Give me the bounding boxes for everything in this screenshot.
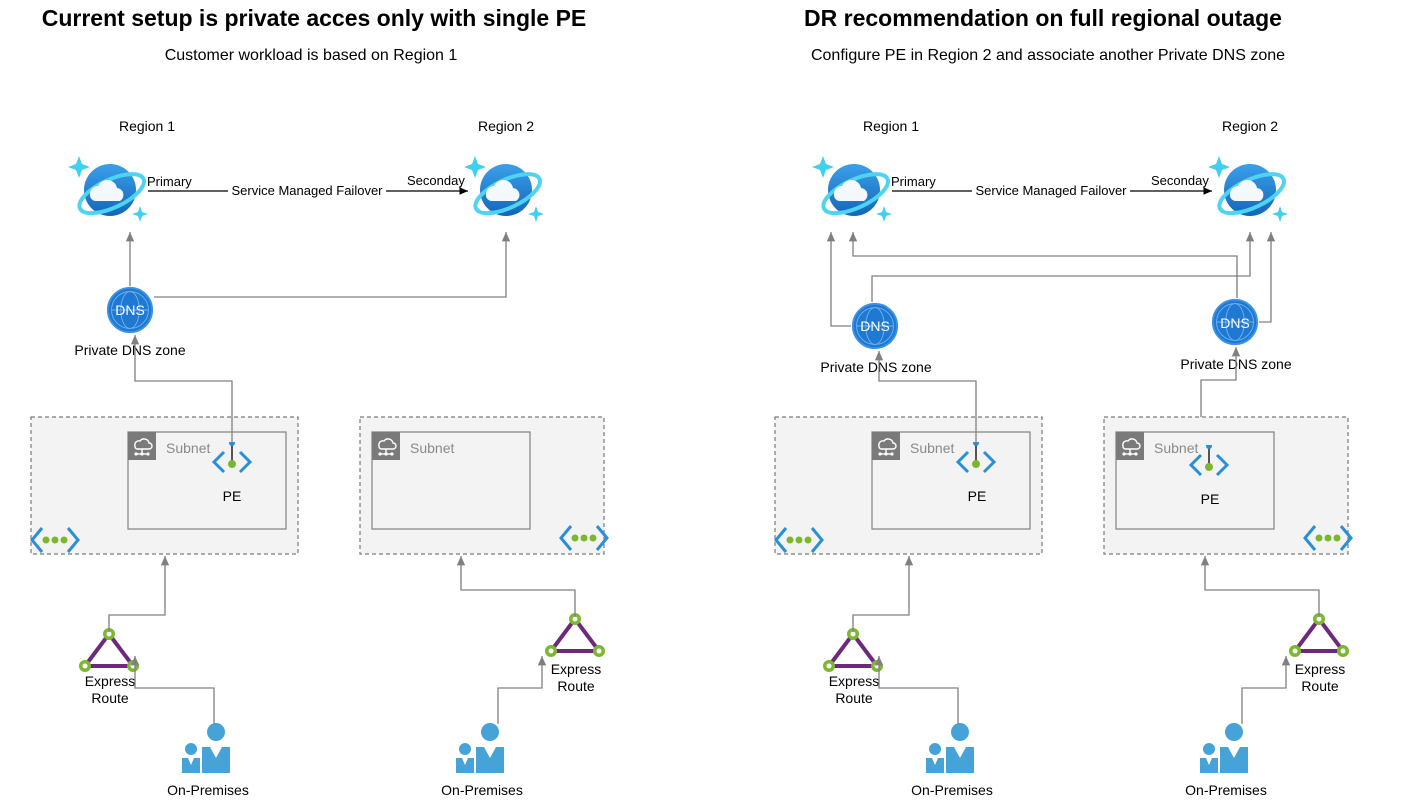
right-dns2-icon-text: DNS: [1220, 315, 1250, 331]
er1-to-vnet1-connector: [108, 556, 170, 632]
left-er1-line2: Route: [91, 690, 129, 706]
subnet-region1: [127, 431, 287, 530]
left-panel: Current setup is private acces only with…: [30, 5, 609, 798]
left-er2-line1: Express: [551, 661, 602, 677]
cosmos-db-icon[interactable]: [68, 156, 149, 222]
left-region1-label: Region 1: [119, 118, 175, 134]
onprem2-to-er2-connector: [497, 656, 547, 724]
on-premises-users-icon[interactable]: [926, 723, 974, 773]
right-subnet1-label: Subnet: [910, 440, 954, 456]
subnet-icon: [372, 432, 400, 460]
right-pe1-label: PE: [968, 488, 987, 504]
right-pe2-label: PE: [1201, 491, 1220, 507]
left-subtitle: Customer workload is based on Region 1: [165, 47, 458, 64]
right-er2-line2: Route: [1301, 678, 1339, 694]
right-secondary-label: Seconday: [1151, 173, 1209, 188]
expressroute-icon[interactable]: [543, 611, 607, 659]
right-subnet2-label: Subnet: [1154, 440, 1198, 456]
cosmos-db-icon[interactable]: [464, 156, 545, 222]
right-onprem2-label: On-Premises: [1185, 782, 1267, 798]
er1-to-vnet1-connector: [852, 556, 914, 632]
on-premises-users-icon[interactable]: [456, 723, 504, 773]
onprem2-to-er2-connector: [1241, 656, 1291, 724]
right-panel: DR recommendation on full regional outag…: [774, 5, 1353, 798]
expressroute-icon[interactable]: [821, 626, 885, 674]
left-onprem1-label: On-Premises: [167, 782, 249, 798]
left-primary-label: Primary: [147, 174, 192, 189]
on-premises-users-icon[interactable]: [182, 723, 230, 773]
left-dns-icon-text: DNS: [115, 302, 145, 318]
right-primary-label: Primary: [891, 174, 936, 189]
cosmos-db-icon[interactable]: [1208, 156, 1289, 222]
left-dns-label: Private DNS zone: [74, 342, 185, 358]
left-region2-label: Region 2: [478, 118, 534, 134]
pe1-to-dns1-connector: [874, 351, 977, 443]
right-er2-line1: Express: [1295, 661, 1346, 677]
right-subtitle: Configure PE in Region 2 and associate a…: [811, 47, 1285, 64]
dns2-to-cosmos1-connector: [848, 232, 1238, 298]
cosmos-db-icon[interactable]: [812, 156, 893, 222]
right-onprem1-label: On-Premises: [911, 782, 993, 798]
on-premises-users-icon[interactable]: [1200, 723, 1248, 773]
left-onprem2-label: On-Premises: [441, 782, 523, 798]
dns-to-cosmos2-connector: [154, 232, 511, 298]
left-subnet1-label: Subnet: [166, 440, 210, 456]
left-secondary-label: Seconday: [407, 173, 465, 188]
right-region1-label: Region 1: [863, 118, 919, 134]
right-title: DR recommendation on full regional outag…: [804, 5, 1282, 31]
left-pe-label: PE: [223, 488, 242, 504]
left-er1-line1: Express: [85, 673, 136, 689]
right-dns1-icon-text: DNS: [860, 318, 890, 334]
left-title: Current setup is private acces only with…: [42, 5, 587, 31]
left-failover-label: Service Managed Failover: [231, 183, 383, 198]
right-failover-label: Service Managed Failover: [975, 183, 1127, 198]
onprem1-to-er1-connector: [130, 656, 215, 724]
dns2-to-cosmos2-connector: [1259, 232, 1276, 323]
subnet-icon: [1116, 432, 1144, 460]
right-dns1-label: Private DNS zone: [820, 359, 931, 375]
pe-to-dns-connector: [130, 335, 233, 443]
er2-to-vnet2-connector: [1200, 556, 1320, 617]
vnet2-to-dns2-connector: [1200, 347, 1241, 417]
right-er1-line2: Route: [835, 690, 873, 706]
subnet-icon: [128, 432, 156, 460]
right-er1-line1: Express: [829, 673, 880, 689]
er2-to-vnet2-connector: [456, 556, 576, 617]
dns1-to-cosmos2-connector: [871, 232, 1255, 302]
expressroute-icon[interactable]: [1287, 611, 1351, 659]
left-er2-line2: Route: [557, 678, 595, 694]
left-subnet2-label: Subnet: [410, 440, 454, 456]
onprem1-to-er1-connector: [874, 656, 959, 724]
dns1-to-cosmos1-connector: [826, 232, 851, 327]
subnet-icon: [872, 432, 900, 460]
right-region2-label: Region 2: [1222, 118, 1278, 134]
expressroute-icon[interactable]: [77, 626, 141, 674]
